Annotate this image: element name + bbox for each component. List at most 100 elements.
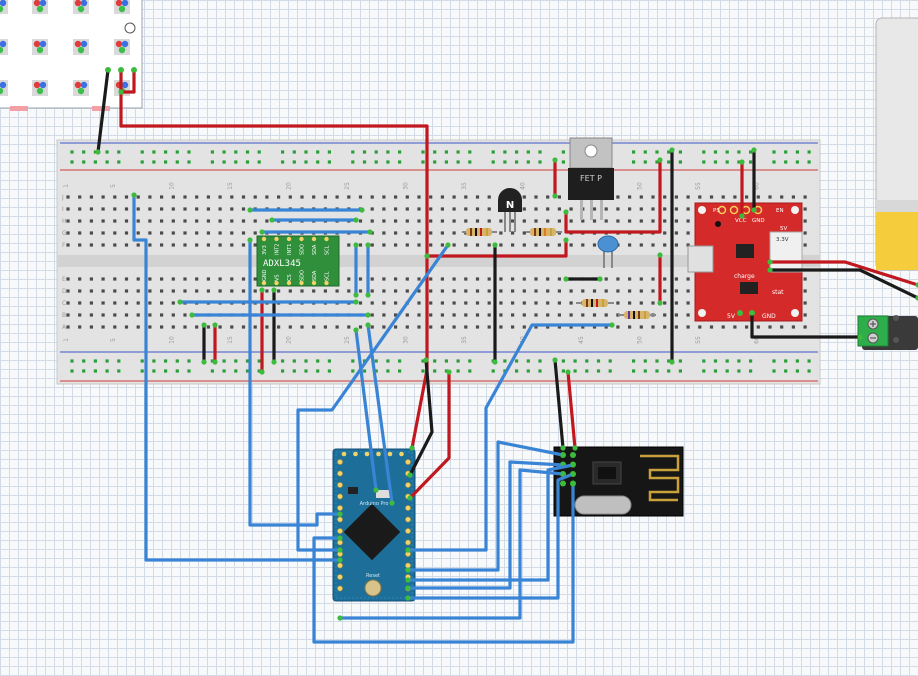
hole <box>218 243 222 247</box>
hole <box>78 313 82 317</box>
hole <box>265 289 269 293</box>
hole <box>230 207 234 211</box>
hole <box>183 325 187 329</box>
hole <box>511 219 515 223</box>
rgb-led-icon <box>32 39 48 55</box>
hole <box>405 231 409 235</box>
column-number: 35 <box>461 182 468 190</box>
rail-hole <box>596 359 601 363</box>
battery-connector <box>769 231 803 273</box>
usb-port <box>687 245 714 273</box>
hole <box>405 207 409 211</box>
hole <box>592 289 597 293</box>
hole <box>78 195 82 199</box>
mounting-hole-icon <box>584 144 598 158</box>
hole <box>277 325 281 329</box>
hole <box>113 219 117 223</box>
hole <box>124 231 129 235</box>
reset-button[interactable] <box>364 579 382 597</box>
wire-end <box>915 282 918 288</box>
resistor-1 <box>462 228 497 236</box>
hole <box>511 277 515 281</box>
rail-hole <box>632 369 636 373</box>
hole <box>534 243 538 247</box>
hole <box>417 301 421 305</box>
hole <box>674 231 678 235</box>
hole <box>136 207 140 211</box>
hole <box>323 325 327 329</box>
hole <box>768 195 772 199</box>
accel-pin-label: 3V3 <box>262 245 268 255</box>
accel-pin-label: INT1 <box>287 244 293 255</box>
hole <box>89 289 93 293</box>
hole <box>616 277 620 281</box>
hole <box>347 195 351 199</box>
wire-end <box>118 67 124 73</box>
hole <box>616 219 620 223</box>
rail-hole <box>362 160 367 164</box>
hole <box>557 313 561 317</box>
hole <box>569 243 573 247</box>
hole <box>160 289 164 293</box>
hole <box>241 289 246 293</box>
hole <box>440 207 444 211</box>
wire-end <box>409 445 415 451</box>
hole <box>429 243 433 247</box>
hole <box>487 277 491 281</box>
hole <box>382 231 386 235</box>
hole <box>89 243 93 247</box>
hole <box>417 243 421 247</box>
hole <box>546 195 550 199</box>
hole <box>546 325 550 329</box>
column-number: 45 <box>578 336 585 344</box>
hole <box>464 277 468 281</box>
hole <box>136 325 140 329</box>
hole <box>557 289 561 293</box>
hole <box>394 301 398 305</box>
hole <box>253 325 257 329</box>
hole <box>803 325 807 329</box>
rail-hole <box>292 359 296 363</box>
column-number: 5 <box>110 184 117 188</box>
hole <box>136 243 140 247</box>
accel-pin-label: SDO <box>300 244 306 255</box>
column-numbers: 1155101015152020252530303535404045455050… <box>63 182 760 344</box>
wire-end <box>271 287 277 293</box>
hole <box>674 219 678 223</box>
rail-hole <box>245 160 250 164</box>
hole <box>616 325 620 329</box>
rail-hole <box>93 369 97 373</box>
resistor-2 <box>526 228 562 236</box>
rail-hole <box>503 160 507 164</box>
hole <box>440 277 444 281</box>
hole <box>487 313 491 317</box>
hole <box>522 219 526 223</box>
column-number: 40 <box>519 182 526 190</box>
hole <box>265 325 269 329</box>
hole <box>394 277 398 281</box>
rail-hole <box>222 160 226 164</box>
hole <box>148 195 152 199</box>
rail-hole <box>702 160 706 164</box>
rail-hole <box>175 150 179 154</box>
hole <box>78 277 82 281</box>
hole <box>698 325 702 329</box>
hole <box>382 207 386 211</box>
hole <box>440 243 444 247</box>
hole <box>101 301 105 305</box>
rail-hole <box>515 369 519 373</box>
hole <box>756 325 760 329</box>
wire-black <box>96 68 110 154</box>
hole <box>464 207 468 211</box>
hole <box>452 243 456 247</box>
capacitor <box>597 235 619 268</box>
hole <box>89 231 93 235</box>
hole <box>241 219 246 223</box>
charger-pins <box>717 205 763 215</box>
hole <box>148 207 152 211</box>
rail-hole <box>316 150 320 154</box>
nrf24l01-module <box>553 446 684 517</box>
wire-end <box>353 299 359 305</box>
hole <box>733 195 737 199</box>
rail-hole <box>444 160 448 164</box>
